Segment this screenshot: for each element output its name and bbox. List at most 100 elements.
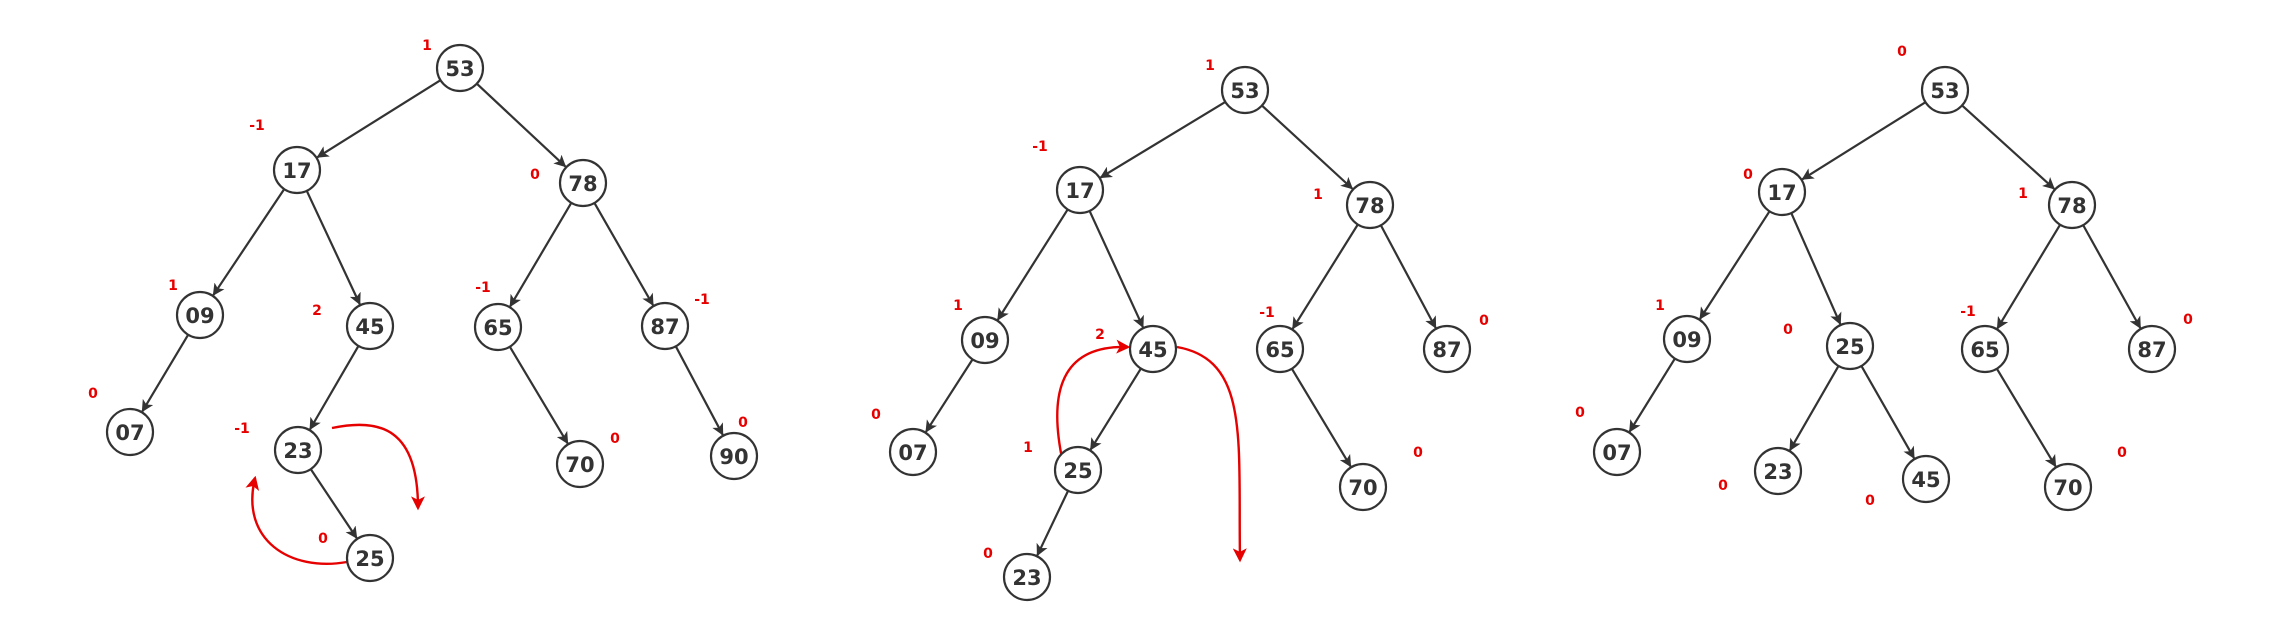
node-label: 23 — [1763, 460, 1792, 484]
node-label: 07 — [898, 441, 927, 465]
node-circle — [1592, 427, 1642, 477]
balance-factor-label: 0 — [1575, 405, 1585, 421]
node-label: 45 — [1911, 468, 1940, 492]
balance-factor-label: 0 — [1479, 313, 1489, 329]
tree-edge — [1379, 224, 1437, 329]
node-label: 07 — [115, 421, 144, 445]
tree-node: 53 — [435, 43, 485, 93]
tree-edge — [141, 334, 190, 413]
node-label: 07 — [1602, 441, 1631, 465]
node-label: 70 — [565, 453, 594, 477]
balance-factor-label: -1 — [234, 421, 250, 437]
balance-factor-label: 0 — [871, 407, 881, 423]
tree-node: 23 — [1753, 446, 1803, 496]
tree-node: 45 — [1901, 454, 1951, 504]
node-circle — [2043, 462, 2093, 512]
tree-edge — [309, 468, 358, 539]
node-circle — [888, 427, 938, 477]
node-circle — [960, 315, 1010, 365]
node-label: 87 — [650, 315, 679, 339]
tree-edge — [1801, 101, 1927, 181]
balance-factor-label: -1 — [1032, 139, 1048, 155]
balance-factor-label: -1 — [249, 118, 265, 134]
node-label: 17 — [282, 159, 311, 183]
balance-factor-label: 0 — [983, 546, 993, 562]
tree-node: 87 — [640, 301, 690, 351]
balance-factor-label: 1 — [422, 38, 432, 54]
node-circle — [1920, 65, 1970, 115]
tree-edge — [212, 188, 286, 296]
tree-edge — [1860, 365, 1916, 460]
tree-edge — [1036, 490, 1070, 557]
node-label: 70 — [2053, 476, 2082, 500]
edges-layer — [141, 79, 2142, 557]
tree-node: 23 — [273, 425, 323, 475]
balance-factor-label: 0 — [1743, 167, 1753, 183]
tree-edge — [674, 345, 724, 436]
node-circle — [709, 431, 759, 481]
balance-factor-label: 0 — [88, 386, 98, 402]
tree-edge — [1961, 104, 2055, 190]
node-circle — [1345, 180, 1395, 230]
balance-factor-label: 2 — [1095, 327, 1105, 343]
node-circle — [558, 158, 608, 208]
tree-node: 53 — [1920, 65, 1970, 115]
node-label: 78 — [2057, 194, 2086, 218]
balance-factor-label: 0 — [318, 531, 328, 547]
balance-factor-label: 1 — [953, 298, 963, 314]
rotation-arrows — [245, 339, 1247, 565]
tree-node: 09 — [960, 315, 1010, 365]
tree-node: 70 — [2043, 462, 2093, 512]
tree-node: 25 — [345, 533, 395, 583]
node-label: 65 — [1265, 338, 1294, 362]
node-label: 65 — [1970, 338, 1999, 362]
balance-factor-label: 1 — [168, 278, 178, 294]
tree-edge — [309, 345, 360, 431]
node-circle — [2047, 180, 2097, 230]
tree-edge — [1291, 223, 1359, 330]
node-circle — [1825, 321, 1875, 371]
balance-factor-label: 0 — [2183, 312, 2193, 328]
node-label: 09 — [1672, 328, 1701, 352]
node-label: 65 — [483, 316, 512, 340]
node-circle — [1757, 167, 1807, 217]
node-circle — [1422, 324, 1472, 374]
tree-edge — [1089, 367, 1142, 451]
tree-edge — [1995, 368, 2057, 468]
node-label: 53 — [1230, 79, 1259, 103]
balance-factor-label: 0 — [610, 431, 620, 447]
node-circle — [1960, 324, 2010, 374]
tree-node: 07 — [105, 407, 155, 457]
tree-node: 07 — [888, 427, 938, 477]
node-circle — [105, 407, 155, 457]
node-circle — [1128, 324, 1178, 374]
tree-edge — [996, 208, 1069, 321]
node-label: 87 — [2137, 338, 2166, 362]
tree-node: 23 — [1002, 552, 1052, 602]
node-label: 78 — [568, 172, 597, 196]
node-circle — [175, 290, 225, 340]
node-circle — [1002, 552, 1052, 602]
node-label: 87 — [1432, 338, 1461, 362]
node-circle — [272, 145, 322, 195]
rotation-arrow — [1056, 339, 1131, 464]
node-circle — [2127, 324, 2177, 374]
node-circle — [1662, 314, 1712, 364]
tree-edge — [509, 202, 573, 308]
tree-edge — [1088, 210, 1144, 329]
node-circle — [435, 43, 485, 93]
node-circle — [1338, 462, 1388, 512]
node-label: 25 — [355, 547, 384, 571]
tree-node: 87 — [2127, 324, 2177, 374]
rotation-arrow — [331, 423, 425, 511]
node-circle — [273, 425, 323, 475]
node-circle — [1753, 446, 1803, 496]
tree-node: 17 — [1055, 165, 1105, 215]
tree-node: 09 — [175, 290, 225, 340]
balance-factor-label: 1 — [1023, 440, 1033, 456]
tree-edge — [1628, 357, 1676, 433]
rotation-arrow — [245, 475, 348, 565]
node-label: 70 — [1348, 476, 1377, 500]
tree-node: 65 — [473, 302, 523, 352]
